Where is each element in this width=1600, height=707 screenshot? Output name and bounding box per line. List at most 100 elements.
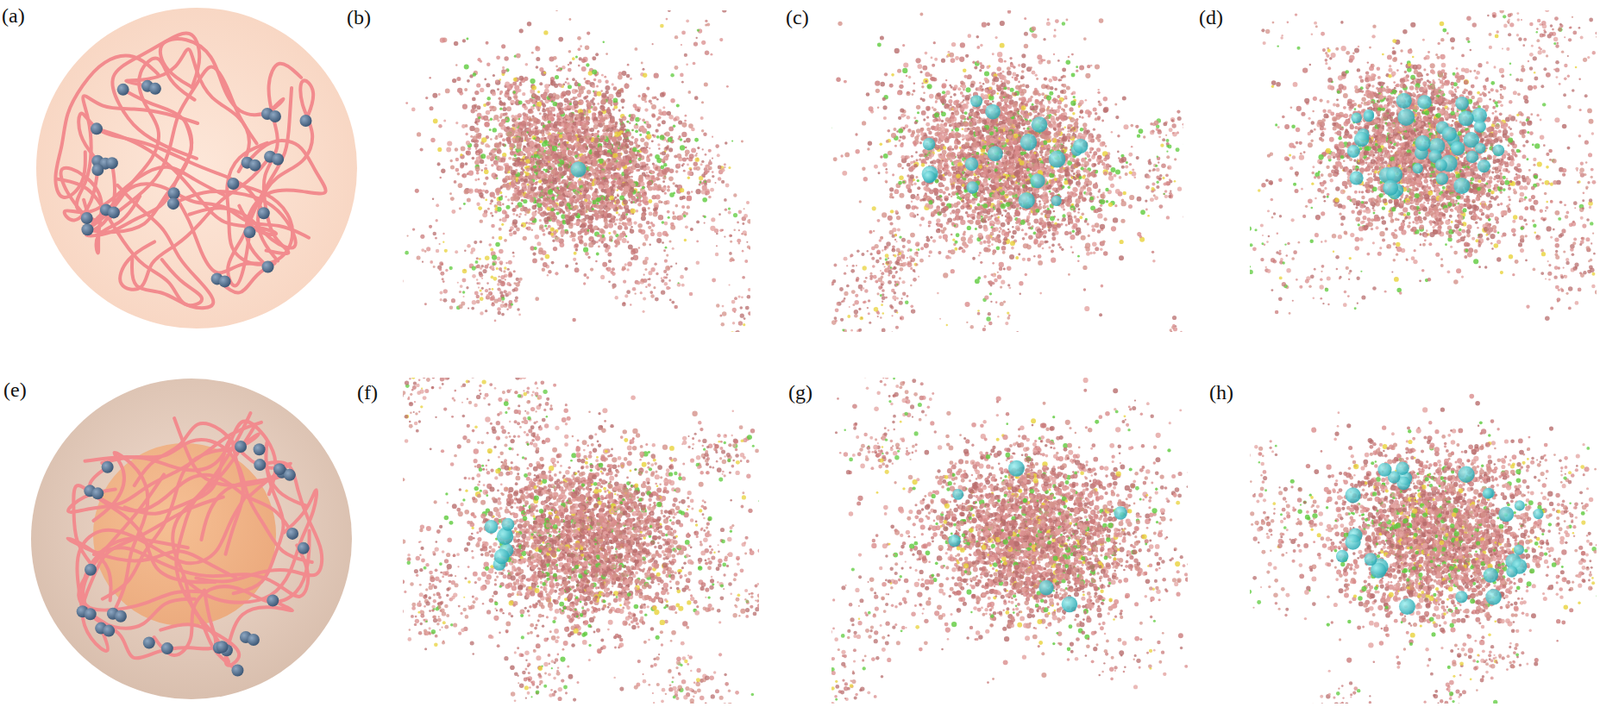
sticker-bead <box>168 187 181 200</box>
particle <box>696 260 701 265</box>
particle <box>547 269 552 274</box>
particle <box>709 188 715 193</box>
particle <box>741 335 745 339</box>
particle <box>604 80 609 84</box>
particle <box>668 239 672 243</box>
particle <box>486 294 490 298</box>
particle <box>714 181 716 184</box>
particle <box>738 229 741 232</box>
particle <box>612 286 615 289</box>
sticker-bead <box>114 610 127 623</box>
particle <box>630 225 633 228</box>
particle <box>695 157 700 163</box>
particle <box>567 68 572 73</box>
sticker-bead <box>101 461 114 474</box>
particle <box>657 123 661 127</box>
particle <box>741 222 745 226</box>
particle <box>462 290 465 294</box>
particle <box>732 321 735 325</box>
particle <box>652 43 654 45</box>
particle <box>445 147 452 153</box>
particle <box>473 240 477 245</box>
particle <box>670 73 675 78</box>
particle <box>621 106 625 109</box>
particle <box>666 188 671 193</box>
particle <box>454 147 459 151</box>
sticker-bead <box>117 83 130 96</box>
particle <box>516 307 521 312</box>
sticker-bead <box>234 440 247 453</box>
particle <box>498 288 502 292</box>
particle <box>471 266 477 271</box>
particle <box>743 317 747 320</box>
sticker-bead <box>91 163 104 176</box>
particle <box>457 282 459 284</box>
particle <box>675 204 679 208</box>
particle <box>668 176 674 182</box>
particle <box>701 40 706 45</box>
particle <box>653 263 657 266</box>
particle <box>424 250 427 253</box>
particle <box>658 200 662 204</box>
particle <box>727 166 731 170</box>
particle <box>430 138 435 143</box>
particle <box>744 336 749 341</box>
particle <box>668 147 673 152</box>
particle <box>484 309 488 313</box>
particle <box>497 311 502 315</box>
particle <box>667 216 671 220</box>
particle <box>753 224 757 227</box>
particle <box>683 267 688 271</box>
sticker-bead <box>149 82 162 95</box>
particle <box>541 268 546 272</box>
particle <box>479 240 483 244</box>
particle <box>729 257 734 261</box>
particle <box>703 221 706 224</box>
particle <box>648 186 652 189</box>
sticker-bead <box>271 153 284 166</box>
particle <box>496 257 502 262</box>
particle <box>718 213 722 216</box>
particle <box>702 148 704 151</box>
particle <box>466 79 471 83</box>
particle <box>583 282 586 285</box>
particle <box>701 160 704 164</box>
particle <box>478 257 482 261</box>
particle <box>721 311 728 317</box>
particle <box>416 131 421 137</box>
particle <box>665 18 669 21</box>
particle <box>642 73 647 78</box>
particle <box>754 219 757 222</box>
particle <box>627 63 630 67</box>
particle <box>746 200 750 205</box>
particle <box>489 264 495 270</box>
particle <box>653 73 659 79</box>
particle <box>506 106 512 112</box>
particle <box>471 300 477 305</box>
particle <box>651 139 654 143</box>
sticker-bead <box>84 564 97 577</box>
particle <box>501 138 506 142</box>
particle <box>684 114 688 118</box>
particle <box>632 287 637 292</box>
particle <box>703 180 706 182</box>
particle <box>476 294 480 299</box>
particle <box>619 195 625 201</box>
particle <box>497 297 502 302</box>
particle <box>505 205 510 210</box>
particle <box>727 210 732 214</box>
particle <box>654 297 659 302</box>
particle <box>723 163 727 166</box>
particle <box>676 153 682 159</box>
particle <box>476 278 479 282</box>
particle <box>658 147 660 150</box>
particle <box>659 24 665 29</box>
particle <box>535 65 540 70</box>
particle <box>504 278 507 281</box>
polymer-schematic <box>36 7 358 329</box>
particle <box>443 298 448 303</box>
particle <box>604 85 610 91</box>
particle <box>704 19 708 23</box>
particle <box>745 306 750 311</box>
